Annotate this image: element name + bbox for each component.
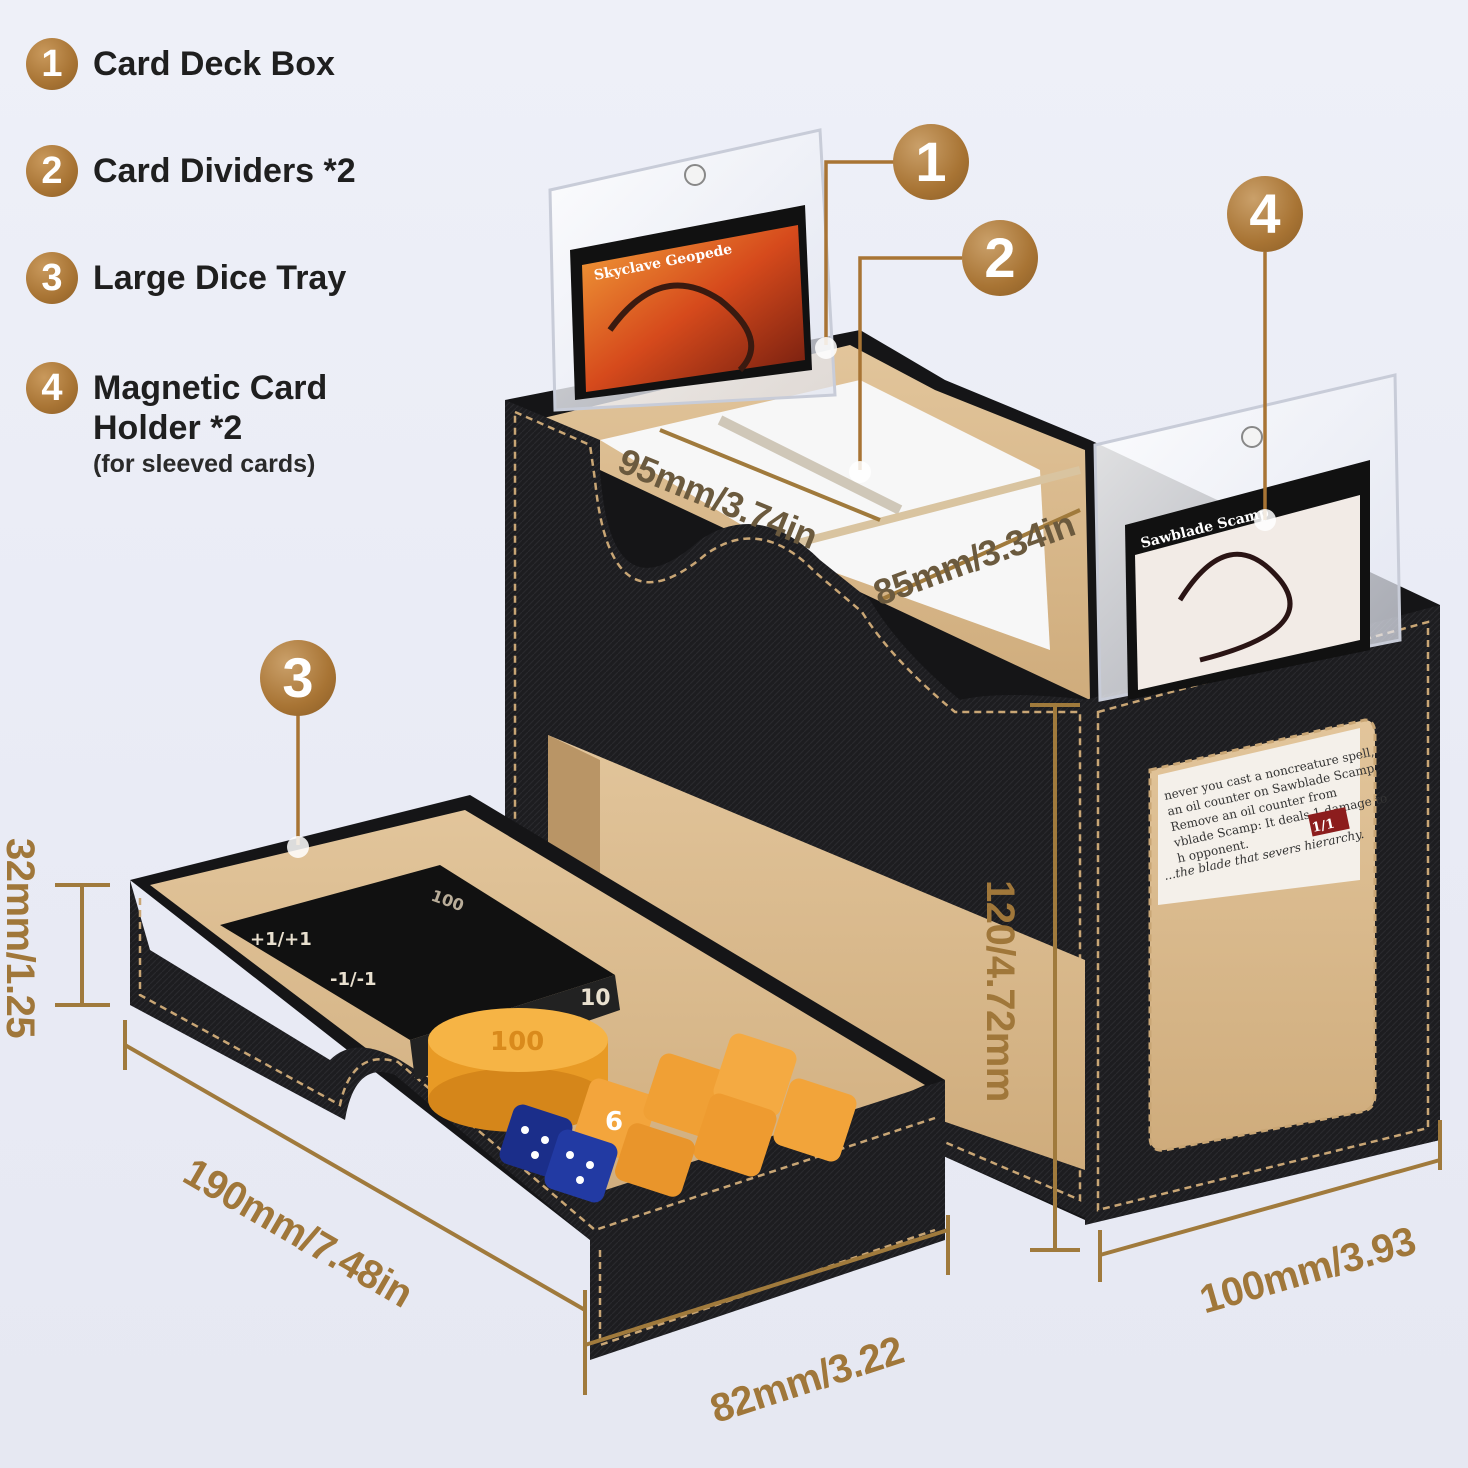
dim-label-box-height: 120/4.72mm [978, 880, 1022, 1102]
legend-badge-1: 1 [26, 38, 78, 90]
legend-badge-3: 3 [26, 252, 78, 304]
dim-line-compartment-length [659, 428, 881, 522]
magnetic-card-holder-left: Skyclave Geopede [548, 128, 837, 412]
callout-badge-2: 2 [962, 220, 1038, 296]
legend-label-3: Large Dice Tray [93, 259, 347, 297]
legend-label-4-block: Magnetic Card Holder *2 (for sleeved car… [93, 362, 327, 480]
legend-badge-4: 4 [26, 362, 78, 414]
legend-item-4: 4 Magnetic Card Holder *2 (for sleeved c… [26, 362, 327, 480]
dim-line-compartment-width [879, 508, 1081, 602]
orange-tokens: 100 [428, 1008, 608, 1132]
legend-label-2: Card Dividers *2 [93, 152, 356, 190]
endpoint-2 [849, 461, 871, 483]
legend-item-2: 2 Card Dividers *2 [26, 145, 356, 197]
orange-d6-dice: 6 [573, 1033, 857, 1197]
dimension-lines [55, 428, 1442, 1395]
legend-note-4: (for sleeved cards) [93, 450, 316, 478]
legend-label-4-line1: Magnetic Card [93, 369, 328, 407]
leader-line-1 [824, 160, 895, 345]
callout-badge-3: 3 [260, 640, 336, 716]
callout-endpoints [287, 337, 1276, 858]
dim-line-box-width [1099, 1158, 1441, 1257]
dim-line-tray-length [124, 1043, 586, 1312]
endpoint-3 [287, 836, 309, 858]
counter-plus-label: +1/+1 [250, 929, 312, 950]
leader-line-2 [858, 256, 962, 470]
card-stack [600, 380, 1050, 650]
legend-badge-2: 2 [26, 145, 78, 197]
callout-leader-lines [296, 160, 1267, 845]
endpoint-1 [815, 337, 837, 359]
counter-10-label: 10 [580, 986, 611, 1011]
legend-item-1: 1 Card Deck Box [26, 38, 335, 90]
legend-label-4-line2: Holder *2 [93, 409, 243, 447]
callout-badge-1: 1 [893, 124, 969, 200]
magnetic-card-holder-right: Sawblade Scamp [1093, 373, 1402, 702]
legend-item-3: 3 Large Dice Tray [26, 252, 346, 304]
legend-label-1: Card Deck Box [93, 45, 335, 83]
dim-label-tray-height: 32mm/1.25 [0, 838, 42, 1039]
dice-tray: +1/+1 -1/-1 100 10 100 6 [130, 795, 945, 1360]
dim-line-tray-width [584, 1228, 949, 1347]
blue-d6-dice [499, 1104, 618, 1203]
d6-label: 6 [605, 1107, 623, 1137]
token-label: 100 [490, 1027, 544, 1057]
callout-badge-4: 4 [1227, 176, 1303, 252]
counter-minus-label: -1/-1 [330, 969, 377, 990]
card-power-toughness: 1/1 [1311, 816, 1336, 835]
endpoint-4 [1254, 509, 1276, 531]
card-divider [717, 415, 903, 515]
